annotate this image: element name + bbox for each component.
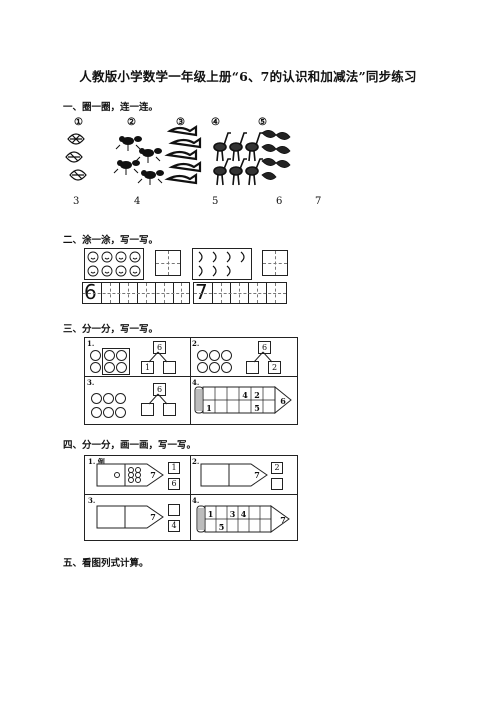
section-1-heading: 一、圈一圈，连一连。 [63, 102, 159, 113]
marker-5: ⑤ [258, 117, 267, 128]
shell-icon [65, 133, 87, 181]
s3-label-1: 1. [87, 339, 95, 348]
moon-box [192, 248, 252, 280]
marker-1: ① [74, 117, 83, 128]
ostrich-icon [213, 132, 263, 186]
s3-right-3[interactable] [163, 403, 176, 416]
writing-row-7[interactable]: 7 [193, 280, 287, 304]
section-2-heading: 二、涂一涂，写一写。 [63, 235, 159, 246]
smiley-icon [87, 251, 141, 277]
s3-left-3[interactable] [141, 403, 154, 416]
marker-4: ④ [211, 117, 220, 128]
s4-total-2: 7 [254, 470, 260, 480]
s3-panel: 1. 6 1 2. 6 2 3. 6 4. 4 2 1 5 6 [84, 337, 298, 425]
s3-left-2[interactable] [246, 361, 259, 374]
s3-pencil-2: 2 [254, 390, 260, 400]
s3-left-1[interactable]: 1 [141, 361, 154, 374]
s3-label-2: 2. [192, 339, 200, 348]
s3-pencil [194, 385, 292, 415]
s4-pencil-5: 5 [218, 522, 225, 532]
s4-arrow-2 [200, 463, 268, 487]
s4-p3-top[interactable] [168, 504, 180, 516]
section-3-heading: 三、分一分，写一写。 [63, 324, 159, 335]
s4-p1-bottom: 6 [168, 478, 180, 490]
ant-icon [117, 136, 164, 179]
s3-pencil-4: 4 [242, 390, 248, 400]
s4-total-3: 7 [150, 512, 156, 522]
moon-icon [198, 251, 245, 277]
leaf-icon [261, 130, 291, 180]
s4-label-3: 3. [88, 496, 96, 505]
s4-p1-top: 1 [168, 462, 180, 474]
s4-p2-top: 2 [271, 462, 283, 474]
section-5-heading: 五、看图列式计算。 [63, 558, 149, 569]
s3-pencil-5: 5 [254, 403, 260, 413]
s4-p2-bottom[interactable] [271, 478, 283, 490]
s4-pencil [196, 505, 290, 533]
s4-arrow-1 [96, 463, 164, 487]
s4-p3-bottom: 4 [168, 520, 180, 532]
number-5: 5 [212, 196, 219, 207]
smiley-box [84, 248, 144, 280]
digit-7: 7 [195, 280, 208, 304]
digit-6: 6 [84, 280, 97, 304]
answer-grid-1[interactable] [155, 250, 181, 276]
s4-label-1: 1. 例 [88, 457, 105, 466]
answer-grid-2[interactable] [262, 250, 288, 276]
s1-picture-groups [65, 124, 291, 186]
s3-right-2[interactable]: 2 [268, 361, 281, 374]
s3-pencil-6: 6 [280, 396, 286, 406]
number-7: 7 [315, 196, 322, 207]
s3-right-1[interactable] [163, 361, 176, 374]
number-6: 6 [276, 196, 283, 207]
s3-pencil-1: 1 [206, 403, 212, 413]
marker-3: ③ [176, 117, 185, 128]
s4-pencil-4: 4 [240, 509, 247, 519]
s4-arrow-3 [96, 505, 164, 529]
s4-pencil-3: 3 [229, 509, 236, 519]
s4-label-2: 2. [192, 457, 200, 466]
section-4-heading: 四、分一分，画一画，写一写。 [63, 440, 197, 451]
s4-pencil-1: 1 [207, 509, 214, 519]
writing-row-6[interactable]: 6 [82, 280, 190, 304]
s4-pencil-7: 7 [280, 515, 286, 525]
marker-2: ② [127, 117, 136, 128]
s3-label-3: 3. [87, 378, 95, 387]
s4-total-1: 7 [150, 470, 156, 480]
fish-icon [164, 124, 202, 185]
number-4: 4 [134, 196, 141, 207]
s3-label-4: 4. [192, 378, 200, 387]
s4-label-4: 4. [192, 496, 200, 505]
s4-panel: 1. 例 7 1 6 2. 7 2 3. 7 4 4. 1 3 4 5 7 [84, 455, 298, 541]
page-title: 人教版小学数学一年级上册“6、7的认识和加减法”同步练习 [79, 69, 417, 84]
number-3: 3 [73, 196, 80, 207]
